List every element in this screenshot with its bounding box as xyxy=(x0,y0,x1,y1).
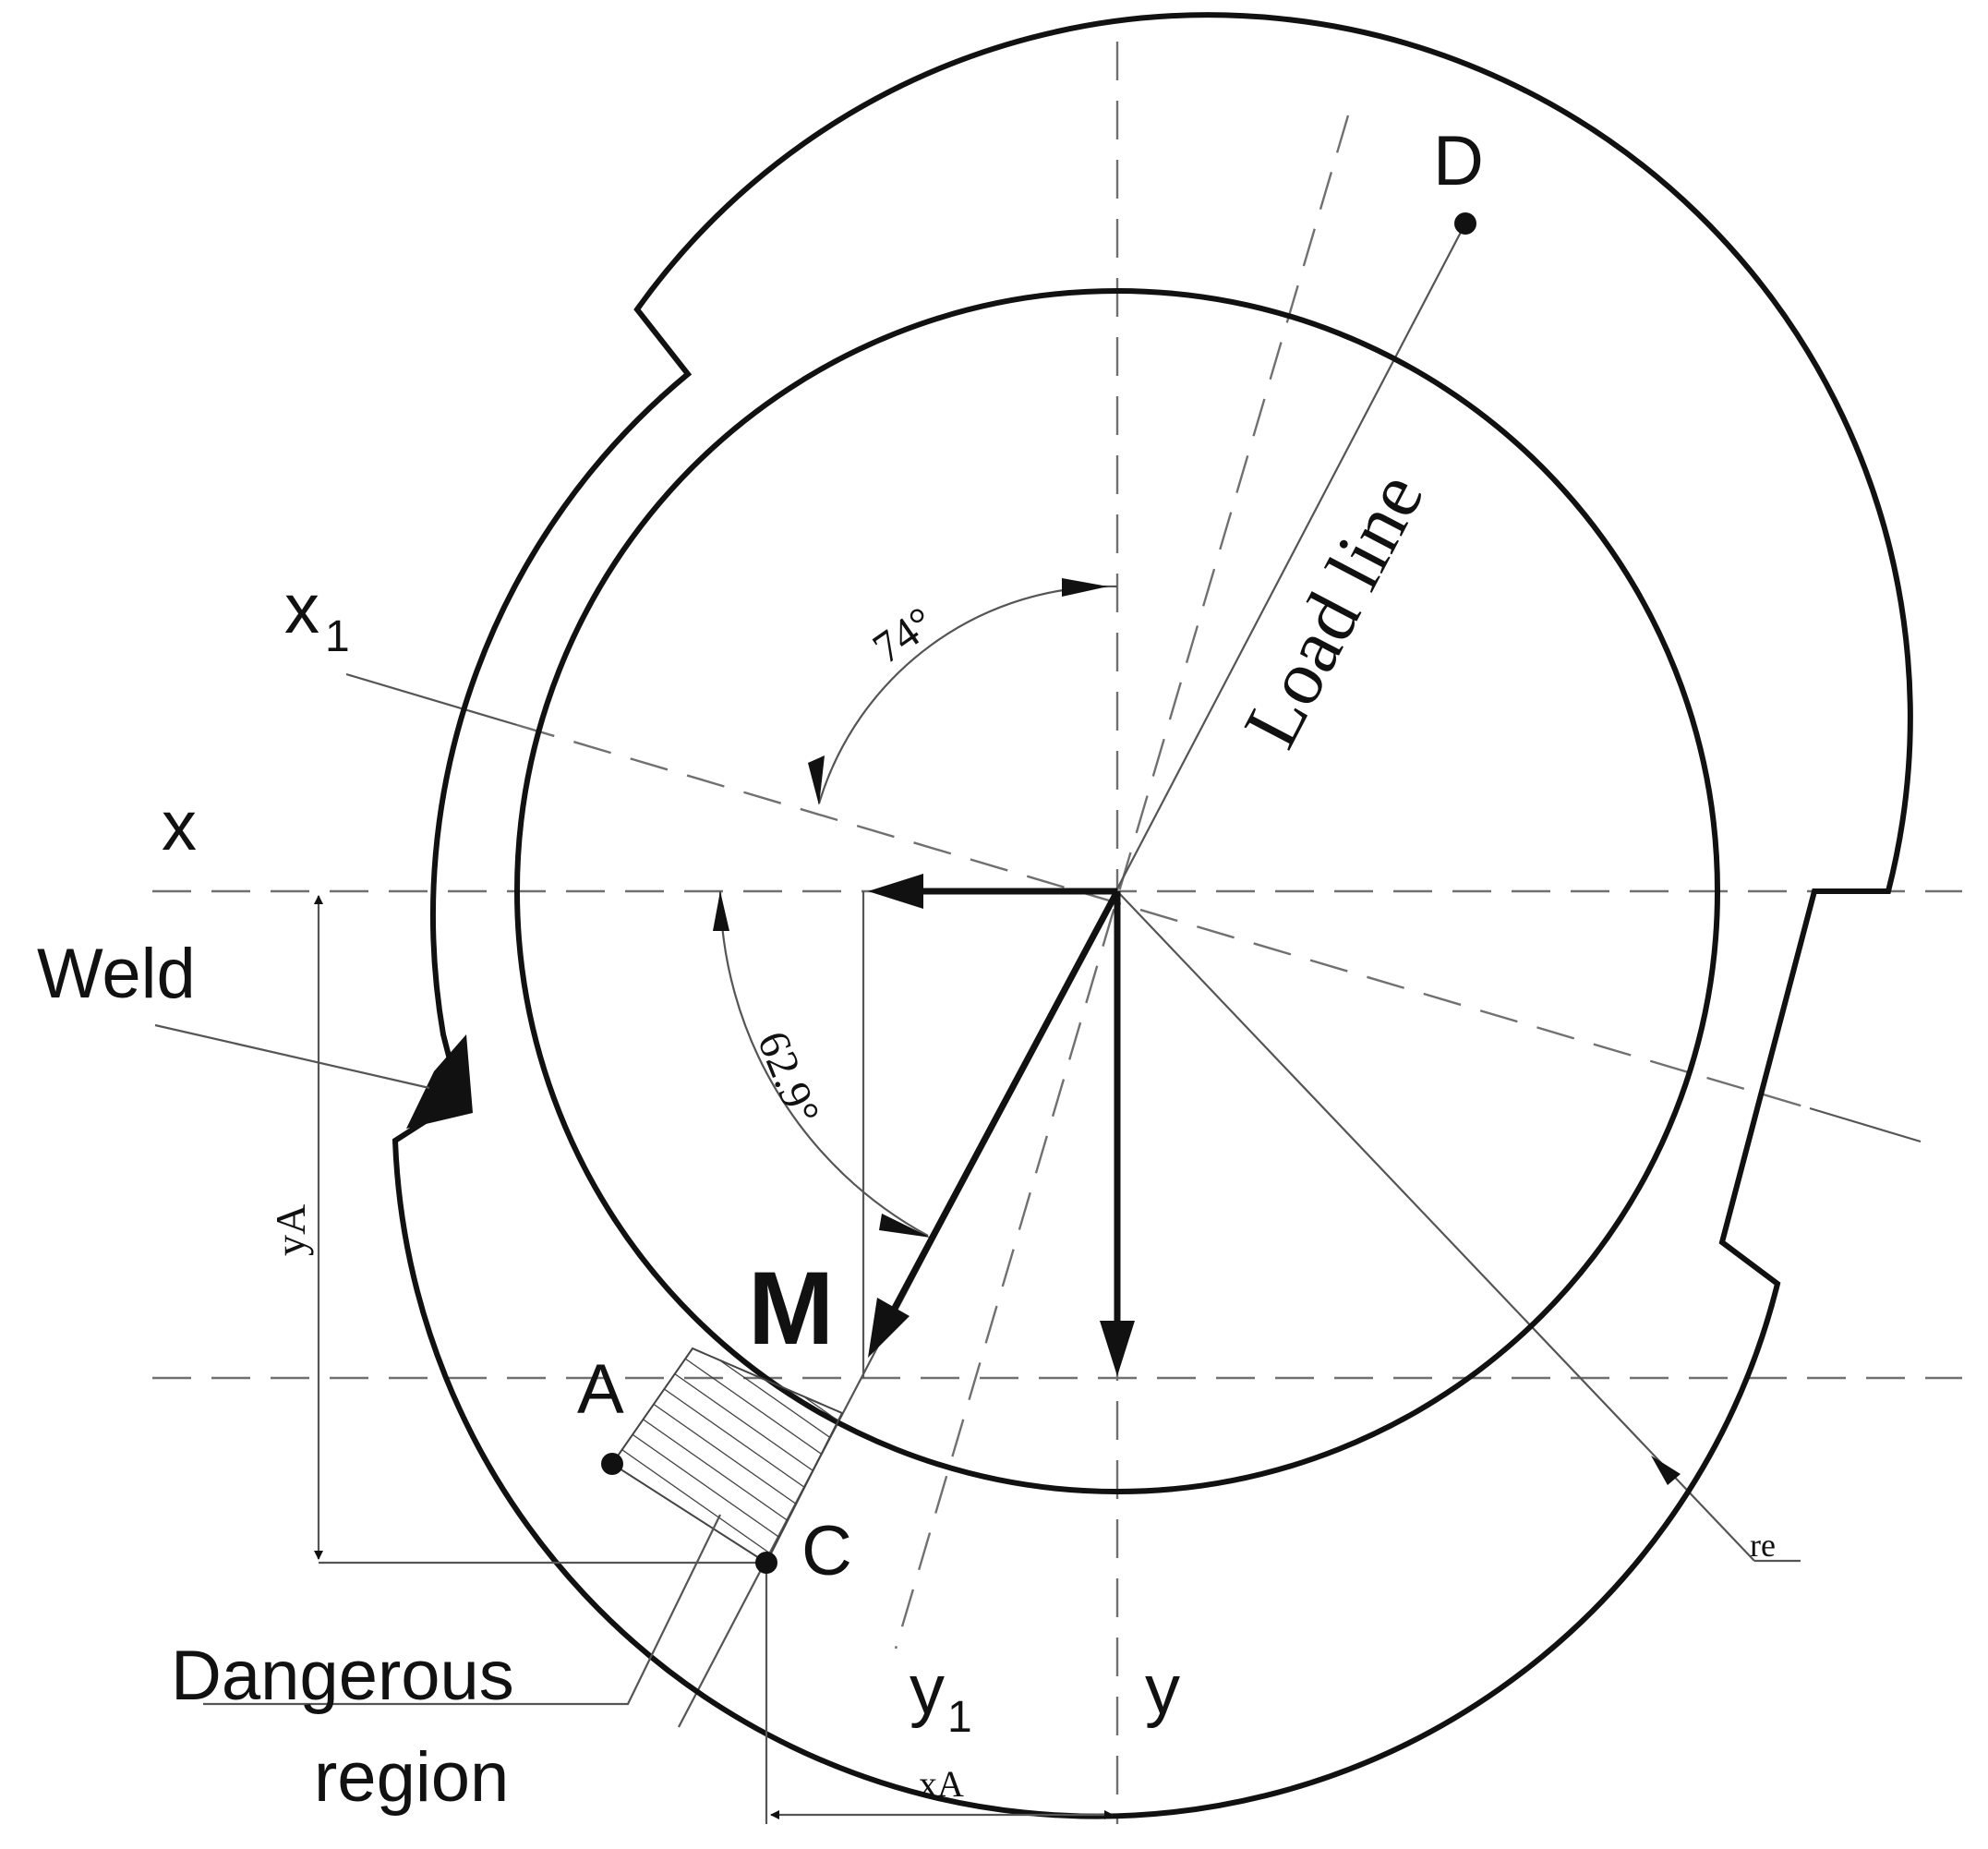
label-load-line: Load line xyxy=(1227,460,1440,761)
label-angle-74: 74° xyxy=(864,598,943,673)
weld-fillet xyxy=(406,1034,473,1129)
label-y1: y xyxy=(910,1650,945,1729)
angle-62-9-arrowhead-bottom xyxy=(879,1214,931,1238)
label-M: M xyxy=(748,1251,834,1366)
vector-M-arrowhead xyxy=(868,1298,910,1358)
point-A xyxy=(601,1453,623,1475)
angle-62-9-arc xyxy=(718,890,929,1237)
axis-x1-solid-left xyxy=(345,672,518,727)
point-C xyxy=(755,1552,777,1574)
dangerous-region-hatch xyxy=(610,1347,844,1565)
point-D xyxy=(1454,212,1476,235)
axis-x1-dashed xyxy=(516,723,1811,1110)
outer-ring-contour xyxy=(392,12,1913,1819)
label-weld: Weld xyxy=(37,935,196,1013)
label-y: y xyxy=(1145,1650,1180,1729)
label-yA: yA xyxy=(267,1204,314,1256)
angle-74-arrowhead-top xyxy=(1062,578,1108,597)
label-dangerous-region-line2: region xyxy=(314,1738,509,1817)
label-re: re xyxy=(1750,1527,1776,1564)
vector-M xyxy=(890,889,1121,1311)
radius-re-line xyxy=(1116,890,1755,1562)
label-angle-62-9: 62.9° xyxy=(748,1024,829,1131)
label-x1-subscript: 1 xyxy=(325,612,350,661)
weld-leader xyxy=(154,1023,430,1090)
label-y1-subscript: 1 xyxy=(947,1693,972,1742)
dangerous-region-leader xyxy=(203,1514,721,1706)
angle-74-arrowhead-bottom xyxy=(808,755,825,805)
vector-vertical-arrowhead xyxy=(1100,1321,1135,1376)
vector-horizontal-arrowhead xyxy=(868,874,923,909)
label-x1: x xyxy=(284,570,319,648)
angle-62-9-arrowhead-top xyxy=(713,891,729,931)
label-C: C xyxy=(801,1512,852,1590)
angle-74-arc xyxy=(817,585,1118,804)
label-dangerous-region-line1: Dangerous xyxy=(171,1637,514,1715)
radius-re-arrowhead xyxy=(1651,1456,1681,1485)
label-D: D xyxy=(1433,122,1484,200)
inner-bore-circle xyxy=(514,288,1720,1494)
label-xA: xA xyxy=(919,1763,964,1805)
axis-x1-solid-right xyxy=(1809,1106,1922,1143)
label-A: A xyxy=(577,1350,624,1429)
label-x: x xyxy=(162,787,197,865)
